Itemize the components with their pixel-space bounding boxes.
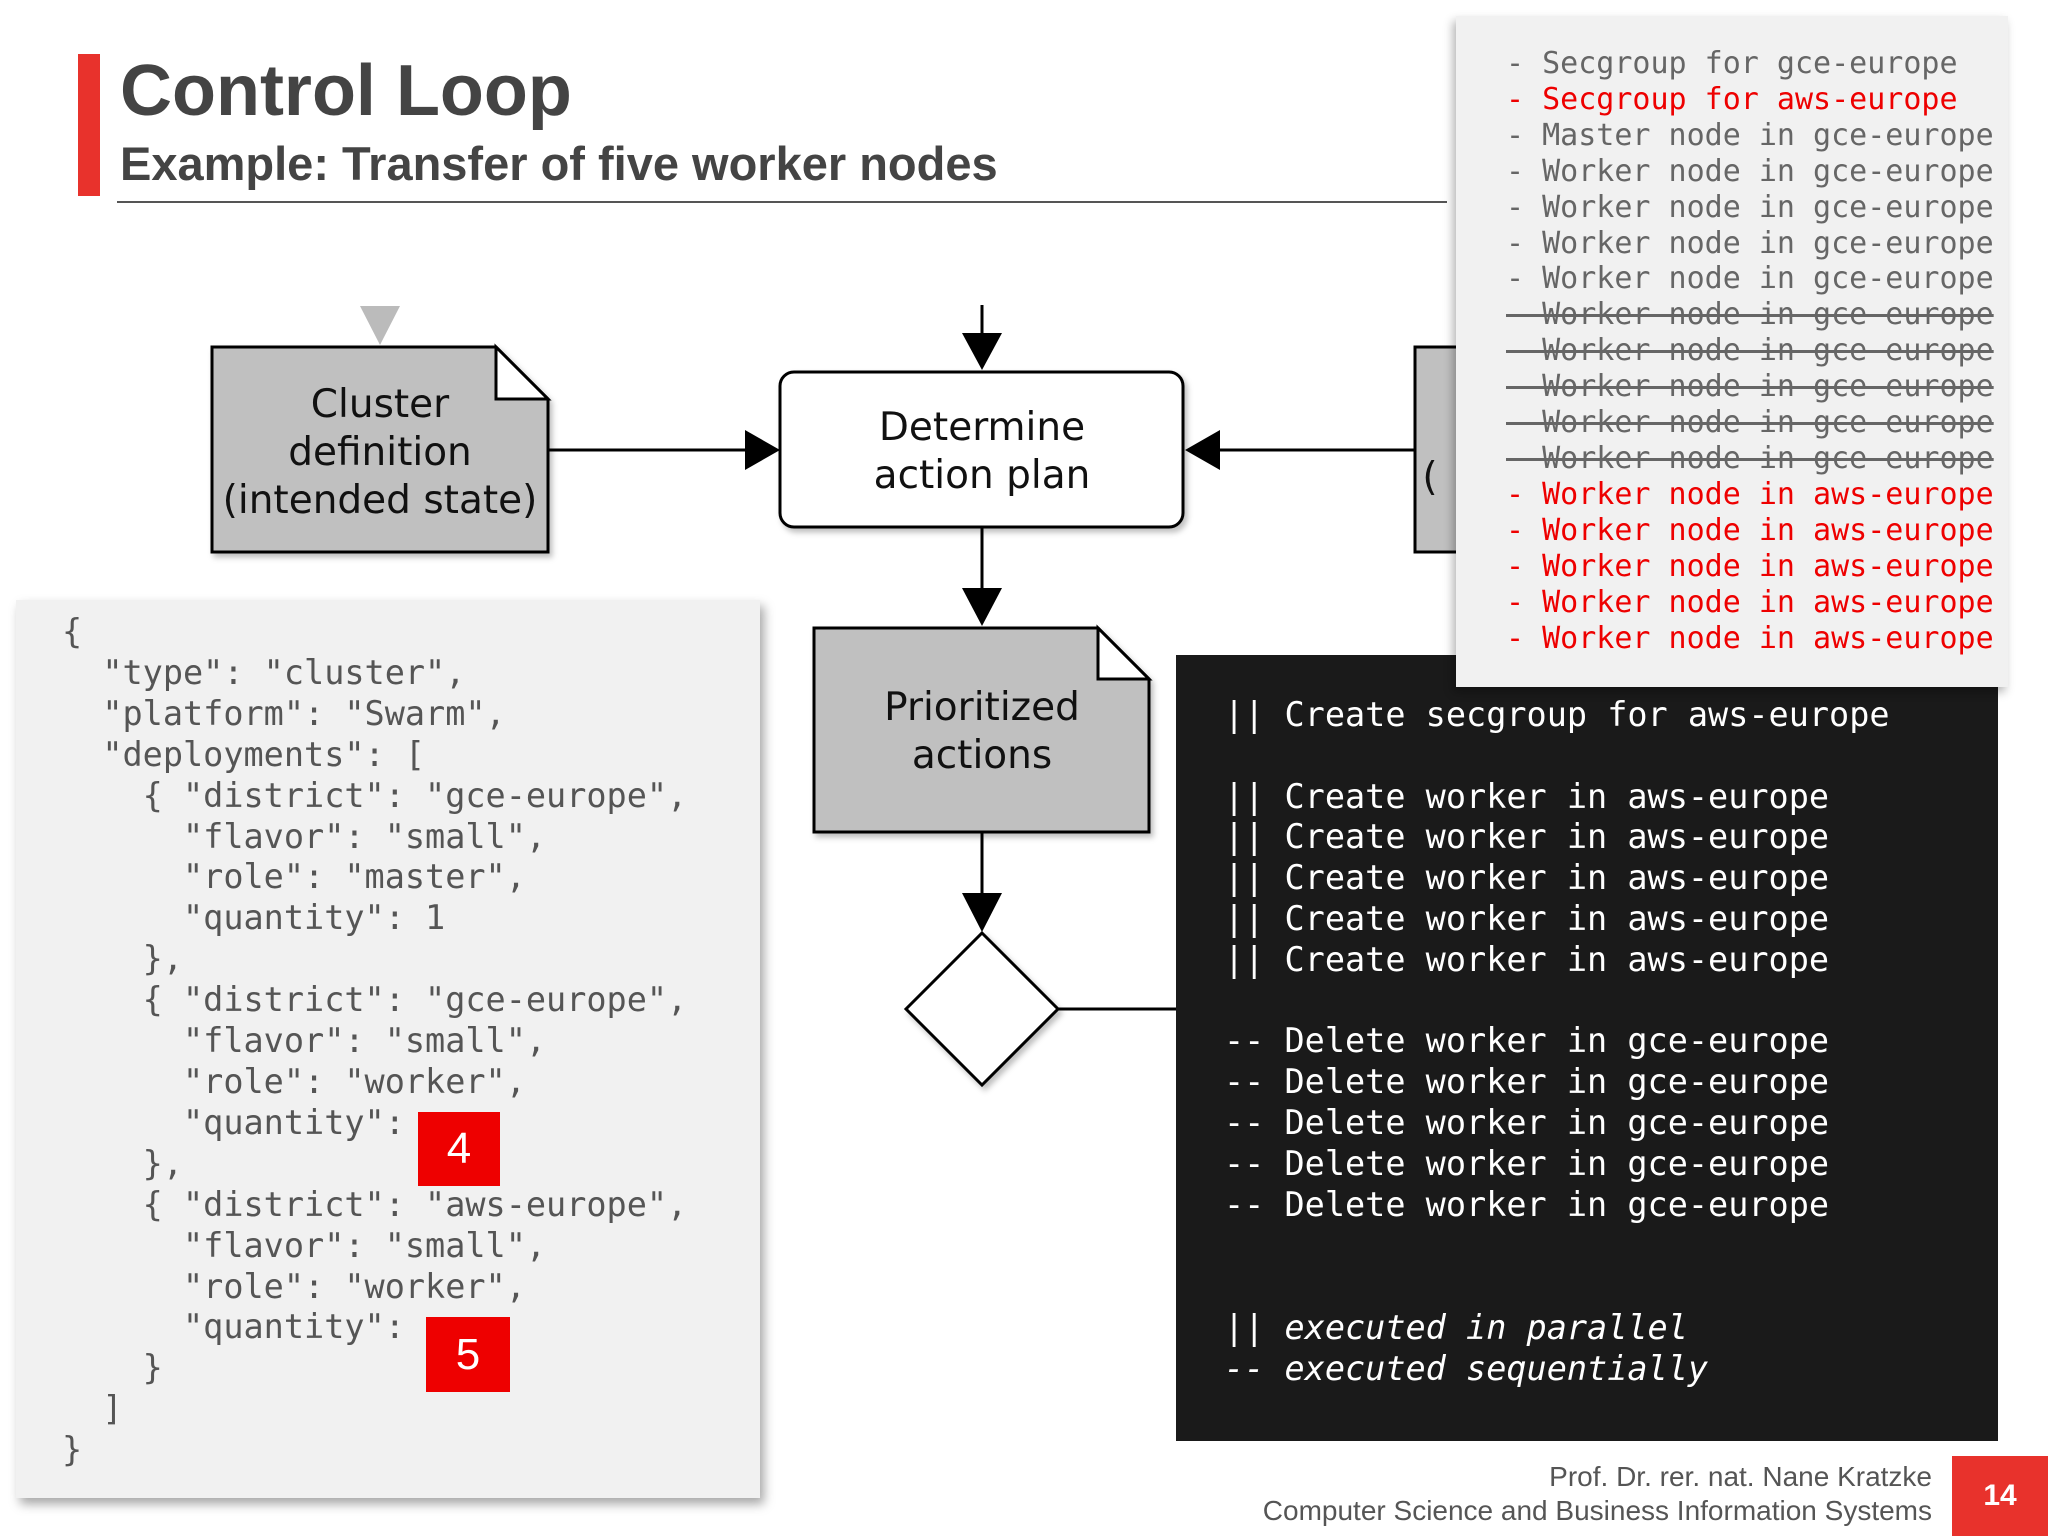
cluster-definition-label-1: Cluster xyxy=(311,382,450,427)
json-code-line: { "district": "aws-europe", xyxy=(62,1184,688,1224)
decision-diamond xyxy=(903,930,1061,1088)
json-code-line: { "district": "gce-europe", xyxy=(62,775,688,815)
state-list-item: - Worker node in gce-europe xyxy=(1506,333,1994,369)
current-state-panel: - Secgroup for gce-europe- Secgroup for … xyxy=(1456,16,2008,687)
json-code-line: "deployments": [ xyxy=(62,734,426,774)
action-line: || Create worker in aws-europe xyxy=(1224,939,1830,979)
action-line: || Create worker in aws-europe xyxy=(1224,898,1830,938)
state-list-item: - Worker node in aws-europe xyxy=(1506,584,1994,620)
slide-title: Control Loop xyxy=(120,51,572,131)
action-line: -- Delete worker in gce-europe xyxy=(1224,1184,1830,1224)
title-divider xyxy=(117,201,1447,203)
state-list-item: - Worker node in gce-europe xyxy=(1506,405,1994,441)
json-code-line: } xyxy=(62,1430,83,1470)
action-line: -- Delete worker in gce-europe xyxy=(1224,1143,1830,1183)
state-list-item: - Worker node in gce-europe xyxy=(1506,297,1994,333)
cluster-json-panel: { "type": "cluster", "platform": "Swarm"… xyxy=(16,600,760,1498)
arrowhead-into-plan-top xyxy=(962,333,1002,370)
state-list-item: - Worker node in aws-europe xyxy=(1506,476,1994,512)
json-code-line: } xyxy=(62,1348,163,1388)
json-code-line: "flavor": "small", xyxy=(62,1021,547,1061)
json-code-line: "flavor": "small", xyxy=(62,1225,547,1265)
slide-footer: Prof. Dr. rer. nat. Nane Kratzke Compute… xyxy=(1263,1460,1932,1528)
state-list-item: - Worker node in gce-europe xyxy=(1506,369,1994,405)
json-code-line: "flavor": "small", xyxy=(62,816,547,856)
json-code-line: }, xyxy=(62,939,184,979)
arrowhead-into-decision xyxy=(962,893,1002,932)
json-code-line: }, xyxy=(62,1143,184,1183)
action-line: || Create worker in aws-europe xyxy=(1224,776,1830,816)
current-state-list: - Secgroup for gce-europe- Secgroup for … xyxy=(1506,46,1994,656)
action-line xyxy=(1224,981,1890,1022)
gce-worker-quantity-badge: 4 xyxy=(418,1112,500,1186)
determine-action-plan-node xyxy=(778,370,1185,529)
json-code-line: ] xyxy=(62,1389,123,1429)
arrowhead-into-plan-right xyxy=(1185,430,1220,470)
state-list-item: - Master node in gce-europe xyxy=(1506,117,1994,153)
footer-author: Prof. Dr. rer. nat. Nane Kratzke xyxy=(1549,1461,1932,1492)
slide-subtitle: Example: Transfer of five worker nodes xyxy=(120,137,998,190)
json-code-line: "role": "worker", xyxy=(62,1266,526,1306)
actions-console-panel: || Create secgroup for aws-europe || Cre… xyxy=(1176,655,1998,1441)
json-code-line: "role": "master", xyxy=(62,857,526,897)
prioritized-actions-label-1: Prioritized xyxy=(884,685,1080,730)
cluster-json-code: { "type": "cluster", "platform": "Swarm"… xyxy=(62,612,687,1471)
action-plan-label-1: Determine xyxy=(879,405,1085,450)
action-line: || Create worker in aws-europe xyxy=(1224,858,1830,898)
state-list-item: - Worker node in aws-europe xyxy=(1506,620,1994,656)
json-code-line: "quantity": xyxy=(62,1102,405,1142)
json-code-line: "quantity": 1 xyxy=(62,898,446,938)
state-list-item: - Worker node in gce-europe xyxy=(1506,225,1994,261)
dog-ear-fold xyxy=(494,343,552,401)
action-line: || Create worker in aws-europe xyxy=(1224,817,1830,857)
action-line: -- Delete worker in gce-europe xyxy=(1224,1062,1830,1102)
state-list-item: - Worker node in gce-europe xyxy=(1506,440,1994,476)
state-list-item: - Worker node in gce-europe xyxy=(1506,261,1994,297)
cluster-definition-label-3: (intended state) xyxy=(223,478,538,523)
json-code-line: { "district": "gce-europe", xyxy=(62,980,688,1020)
action-line: || Create secgroup for aws-europe xyxy=(1224,695,1890,734)
cluster-definition-label-2: definition xyxy=(288,430,472,475)
state-list-item: - Secgroup for aws-europe xyxy=(1506,81,1958,117)
cluster-definition-node xyxy=(210,345,550,554)
prioritized-actions-label-2: actions xyxy=(912,733,1052,778)
title-accent-bar xyxy=(78,54,100,196)
state-list-item: - Worker node in gce-europe xyxy=(1506,189,1994,225)
aws-worker-quantity-badge: 5 xyxy=(426,1317,510,1392)
json-code-line: "type": "cluster", xyxy=(62,652,466,692)
state-list-item: - Worker node in aws-europe xyxy=(1506,548,1994,584)
action-line: -- Delete worker in gce-europe xyxy=(1224,1102,1830,1142)
action-plan-label-2: action plan xyxy=(874,453,1091,498)
json-code-line: "quantity": xyxy=(62,1307,405,1347)
prioritized-actions-node xyxy=(812,626,1151,834)
action-line: -- Delete worker in gce-europe xyxy=(1224,1021,1830,1061)
state-list-item: - Worker node in aws-europe xyxy=(1506,512,1994,548)
state-list-item: - Secgroup for gce-europe xyxy=(1506,46,1958,81)
actions-code: || Create secgroup for aws-europe || Cre… xyxy=(1224,695,1890,1225)
arrowhead-into-actions xyxy=(962,588,1002,626)
json-code-line: "role": "worker", xyxy=(62,1061,526,1101)
execution-legend: || executed in parallel-- executed seque… xyxy=(1224,1307,1708,1389)
dog-ear-fold xyxy=(1096,624,1153,681)
legend-line: -- executed sequentially xyxy=(1224,1349,1709,1388)
action-line xyxy=(1224,736,1890,777)
json-code-line: "platform": "Swarm", xyxy=(62,693,506,733)
legend-line: || executed in parallel xyxy=(1224,1308,1688,1347)
current-state-node-label: ( xyxy=(1422,455,1437,500)
arrowhead-into-plan-left xyxy=(745,430,780,470)
state-list-item: - Worker node in gce-europe xyxy=(1506,153,1994,189)
footer-affiliation: Computer Science and Business Informatio… xyxy=(1262,1495,1932,1526)
page-number-badge: 14 xyxy=(1952,1456,2048,1536)
json-code-line: { xyxy=(62,612,83,651)
arrowhead-into-cluster xyxy=(360,306,400,345)
